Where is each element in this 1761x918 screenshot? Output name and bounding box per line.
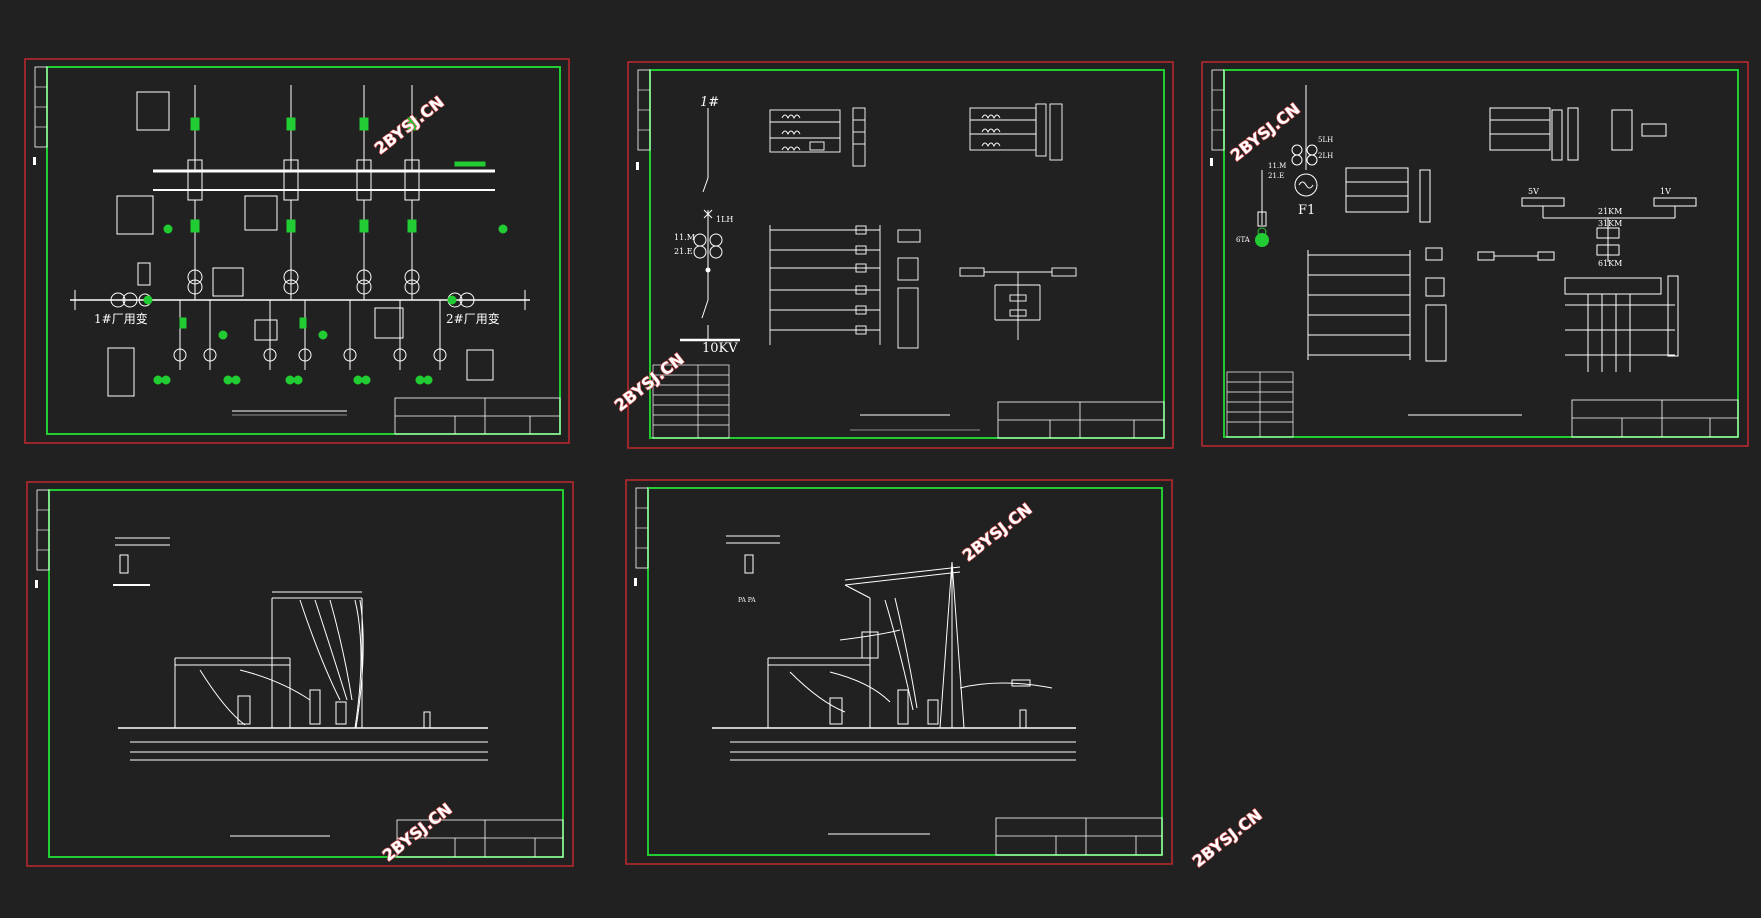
label-ct-2: 21.E [674,247,693,256]
watermark: 2BYSJ.CN [379,799,456,865]
sheet-generator-protection[interactable]: F1 11.M 21.E 2LH 5LH 6TA 5V 1V 21KM 31KM… [1201,61,1749,447]
watermark: 2BYSJ.CN [1189,805,1266,871]
label-k1: 21KM [1598,207,1622,216]
label-k3: 61KM [1598,259,1622,268]
title-block [1571,399,1739,438]
label-generator: F1 [1298,203,1315,218]
label-ct-1: 11.M [674,233,695,242]
watermark: 2BYSJ.CN [959,499,1036,565]
title-block [995,817,1163,856]
sheet-line-protection[interactable]: 1# 11.M 21.E 1LH 10KV [610,61,1174,449]
label-transformer-2: 2#厂用变 [446,311,500,326]
watermark: 2BYSJ.CN [1227,99,1304,165]
equipment-table [1226,371,1294,438]
label-bay: 1# [700,95,719,110]
label-k2: 31KM [1598,219,1622,228]
sheet-main-wiring[interactable]: 1#厂用变 2#厂用变 2BYSJ.CN [24,58,570,444]
label-v1: 5V [1528,187,1539,196]
equipment-table [652,364,730,439]
label-ct-4: 5LH [1318,136,1333,144]
label-v2: 1V [1660,187,1671,196]
title-block [997,401,1165,439]
title-block [396,819,564,858]
label-bus: 10KV [702,341,738,356]
label-bus: 6TA [1236,236,1251,244]
label-ct-3: 2LH [1318,152,1333,160]
label-ct-2: 21.E [1268,172,1284,180]
sheet-section-view-1[interactable]: 2BYSJ.CN [26,481,574,867]
label-ct-1: 11.M [1268,162,1286,170]
title-block [394,397,561,435]
label-meters: PA PA [738,597,756,604]
watermark: 2BYSJ.CN [371,92,448,158]
sheet-section-view-2[interactable]: PA PA 2BYSJ.CN [625,479,1173,865]
label-ct-3: 1LH [716,215,733,224]
label-transformer-1: 1#厂用变 [94,311,148,326]
